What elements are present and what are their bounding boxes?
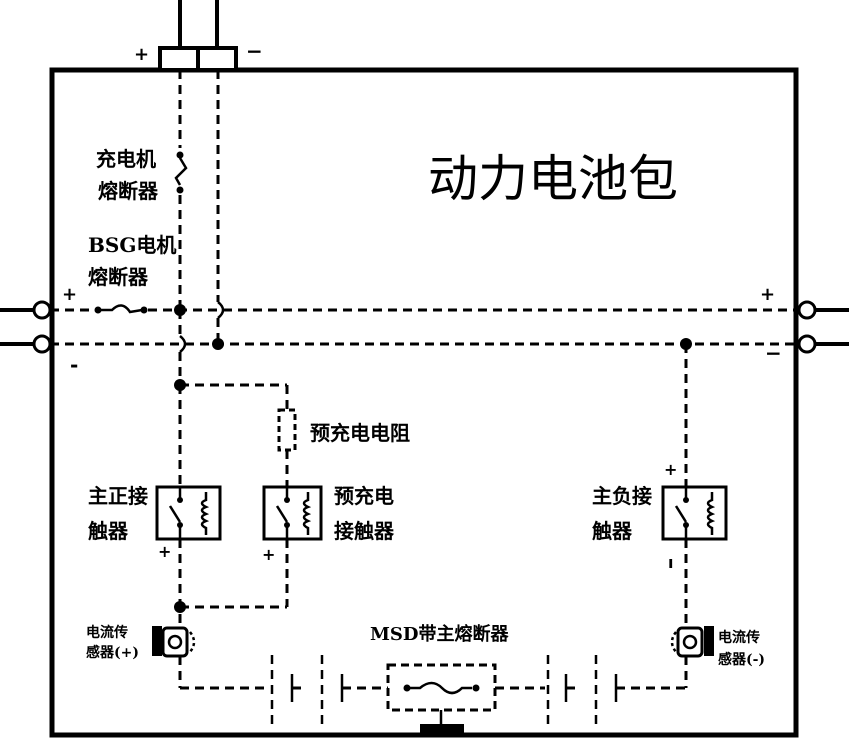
charger-fuse-label-2: 熔断器 — [98, 179, 159, 203]
main-positive-contactor-label-1: 主正接 — [88, 484, 148, 508]
main-positive-contactor-plus: + — [158, 542, 171, 561]
charger-connector: + − — [134, 0, 263, 72]
junction-dot — [212, 338, 224, 350]
battery-cells-left — [270, 655, 344, 725]
left-plus-sign: + — [62, 284, 77, 305]
left-terminals: + - — [0, 284, 78, 377]
main-negative-contactor-plus: + — [664, 460, 677, 479]
main-positive-contactor-label-2: 触器 — [88, 519, 129, 543]
left-minus-sign: - — [70, 353, 78, 377]
precharge-contactor-symbol — [262, 485, 323, 541]
current-sensor-positive-label-2: 感器(+) — [86, 644, 139, 661]
current-sensor-negative-label-2: 感器(-) — [718, 651, 765, 668]
charger-fuse-label-1: 充电机 — [96, 147, 156, 171]
current-sensor-positive-label-1: 电流传 — [86, 624, 128, 641]
charger-fuse-symbol — [174, 151, 188, 194]
charger-minus-sign: − — [246, 39, 263, 63]
junction-dot — [174, 304, 186, 316]
bsg-fuse-symbol — [94, 304, 148, 314]
main-negative-contactor-bar: ı — [668, 553, 673, 572]
precharge-resistor-label: 预充电电阻 — [310, 421, 410, 445]
bsg-fuse-label-1: BSG电机 — [88, 233, 176, 257]
current-sensor-negative-label-1: 电流传 — [718, 629, 760, 646]
precharge-contactor-label-1: 预充电 — [334, 484, 394, 508]
main-positive-contactor-symbol — [155, 485, 222, 541]
precharge-resistor-symbol — [277, 408, 297, 452]
precharge-contactor-label-2: 接触器 — [334, 519, 395, 543]
pack-title: 动力电池包 — [428, 150, 678, 208]
main-negative-contactor-label-1: 主负接 — [592, 484, 652, 508]
right-minus-sign: − — [765, 341, 782, 365]
right-plus-sign: + — [760, 284, 775, 305]
battery-cells-right — [546, 655, 618, 725]
right-terminals: + − — [760, 284, 849, 365]
main-negative-contactor-label-2: 触器 — [592, 519, 633, 543]
msd-label: MSD带主熔断器 — [370, 623, 510, 645]
charger-plus-sign: + — [134, 44, 149, 65]
current-sensor-positive-symbol — [152, 626, 196, 658]
main-negative-contactor-symbol — [661, 485, 728, 541]
current-sensor-negative-symbol — [670, 626, 714, 658]
bsg-fuse-label-2: 熔断器 — [88, 265, 149, 289]
precharge-contactor-plus: + — [262, 545, 275, 564]
msd-fuse-symbol — [386, 663, 497, 735]
